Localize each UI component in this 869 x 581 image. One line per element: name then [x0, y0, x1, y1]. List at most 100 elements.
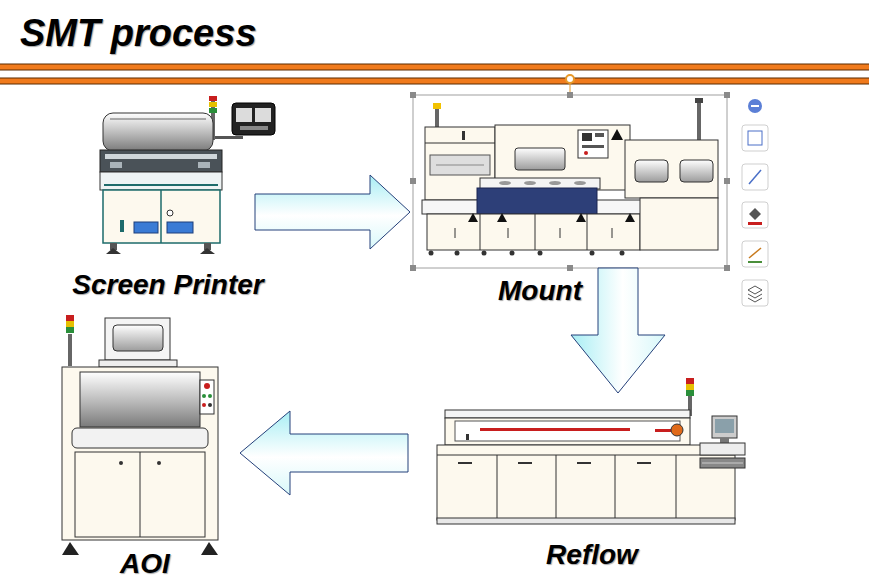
mounter-illustration-part	[612, 228, 613, 238]
aoi-machine-illustration-part	[62, 367, 218, 540]
mounter-illustration-part	[590, 251, 595, 256]
mounter-illustration-part	[433, 103, 441, 109]
toolbar-icons-part	[742, 125, 768, 151]
mounter-illustration-part	[468, 213, 478, 222]
toolbar-icons-part	[742, 241, 768, 267]
reflow-oven-illustration-part	[577, 462, 591, 464]
mounter-illustration-part	[576, 213, 586, 222]
reflow-oven-illustration	[437, 378, 745, 524]
aoi-machine-illustration-part	[66, 315, 74, 321]
reflow-oven-illustration-part	[686, 390, 694, 396]
mounter-illustration-part	[578, 130, 608, 158]
toolbar-icons-part	[748, 261, 762, 263]
screen-printer-illustration-part	[103, 113, 213, 151]
machine-label: Reflow	[546, 540, 638, 570]
machine-node: Mount	[415, 95, 728, 268]
mounter-illustration-part	[427, 214, 640, 250]
aoi-machine-illustration-part	[66, 327, 74, 333]
mounter-illustration-part	[499, 181, 511, 185]
flow-arrow	[571, 268, 665, 393]
reflow-oven-illustration-part	[715, 419, 734, 433]
aoi-machine-illustration-part	[99, 360, 177, 367]
reflow-oven-illustration-part	[676, 455, 677, 520]
mounter-illustration-part	[435, 108, 439, 128]
aoi-machine-illustration-part	[201, 542, 218, 555]
reflow-oven-illustration-part	[700, 458, 745, 468]
mounter-illustration-part	[497, 213, 507, 222]
screen-printer-illustration-part	[209, 108, 217, 113]
reflow-oven-illustration-part	[720, 438, 729, 443]
screen-printer-illustration-part	[160, 190, 162, 243]
aoi-machine-illustration-part	[113, 325, 163, 351]
reflow-oven-illustration-part	[458, 462, 472, 464]
machine-label: Mount	[498, 276, 582, 306]
toolbar-icons-part	[749, 208, 761, 220]
mounter-illustration-part	[625, 213, 635, 222]
reflow-oven-illustration-part	[671, 424, 683, 436]
mounter-illustration-part	[574, 181, 586, 185]
aoi-machine-illustration-part	[119, 461, 123, 465]
screen-printer-illustration-part	[232, 103, 275, 135]
reflow-oven-illustration-part	[437, 518, 735, 524]
reflow-oven-illustration-part	[686, 384, 694, 390]
flow-arrow	[240, 411, 408, 495]
reflow-oven-illustration-part	[702, 463, 743, 464]
mounter-illustration	[422, 98, 718, 256]
mounter-illustration-part	[625, 140, 718, 198]
mounter-illustration-part	[524, 181, 536, 185]
mounter-illustration-part	[510, 251, 515, 256]
diagram-title: SMT process	[20, 11, 257, 55]
aoi-machine-illustration-part	[200, 380, 214, 414]
mounter-illustration-part	[455, 251, 460, 256]
mounter-illustration-part	[549, 181, 561, 185]
screen-printer-illustration-part	[100, 150, 222, 172]
aoi-machine-illustration	[62, 315, 218, 555]
toolbar-icons-part	[742, 202, 768, 228]
screen-printer-illustration-part	[120, 220, 124, 232]
mounter-illustration-part	[477, 188, 597, 214]
screen-printer-illustration-part	[167, 210, 173, 216]
aoi-machine-illustration-part	[66, 321, 74, 327]
reflow-oven-illustration-part	[445, 418, 690, 445]
aoi-machine-illustration-part	[80, 372, 200, 427]
screen-printer-illustration-part	[215, 136, 243, 139]
selection-frame-part	[413, 95, 727, 268]
aoi-machine-illustration-part	[75, 452, 205, 537]
header-rule-part	[0, 78, 869, 84]
toolbar-icons-part	[748, 222, 762, 225]
mounter-illustration-part	[587, 214, 588, 250]
header-rule-part	[0, 64, 869, 70]
reflow-oven-illustration-part	[655, 429, 671, 432]
reflow-oven-illustration-part	[455, 421, 680, 441]
mounter-illustration-part	[697, 102, 701, 142]
screen-printer-illustration-part	[200, 248, 215, 254]
selection-frame-part	[724, 178, 730, 184]
toolbar-icons-part	[742, 164, 768, 190]
aoi-machine-illustration-part	[202, 394, 206, 398]
screen-printer-illustration-part	[104, 184, 218, 186]
aoi-machine-illustration-part	[105, 318, 170, 360]
mounter-illustration-part	[620, 251, 625, 256]
reflow-oven-illustration-part	[518, 462, 532, 464]
aoi-machine-illustration-part	[202, 403, 206, 407]
mounter-illustration-part	[482, 251, 487, 256]
mounter-illustration-part	[584, 151, 588, 155]
screen-printer-illustration-part	[209, 102, 217, 107]
selection-frame-part	[567, 92, 573, 98]
mounter-illustration-part	[582, 133, 592, 141]
mounter-illustration-part	[535, 214, 536, 250]
screen-printer-illustration-part	[110, 119, 206, 120]
screen-printer-illustration-part	[209, 96, 217, 101]
reflow-oven-illustration-part	[556, 455, 557, 520]
toolbar-icons-part	[748, 298, 762, 302]
selection-frame-part	[410, 178, 416, 184]
machine-node: Reflow	[437, 395, 735, 525]
toolbar-icons-part	[749, 170, 761, 184]
reflow-oven-illustration-part	[497, 455, 498, 520]
reflow-oven-illustration-part	[480, 428, 630, 431]
mounter-illustration-part	[430, 155, 490, 175]
reflow-oven-illustration-part	[686, 378, 694, 384]
toolbar-icons-part	[748, 294, 762, 298]
screen-printer-illustration-part	[103, 190, 220, 243]
